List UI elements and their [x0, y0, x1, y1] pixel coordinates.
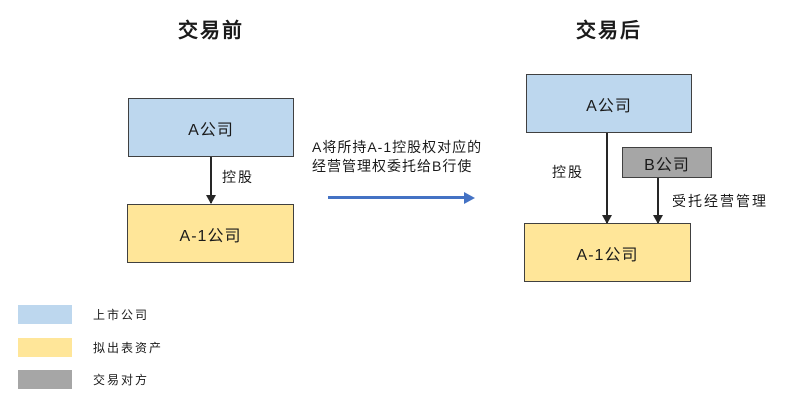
before-company-a-label: A公司: [188, 121, 234, 139]
transition-line1: A将所持A-1控股权对应的: [312, 139, 483, 155]
legend-label-listed-company: 上市公司: [93, 308, 150, 322]
legend-swatch-deconsolidated-asset: [18, 338, 72, 357]
legend-label-counterparty: 交易对方: [93, 373, 150, 387]
before-company-a-box: A公司: [128, 98, 294, 157]
after-company-a-box: A公司: [526, 74, 692, 133]
after-holding-arrow: [606, 133, 608, 223]
after-company-b-label: B公司: [644, 156, 690, 174]
legend-swatch-counterparty: [18, 370, 72, 389]
transition-arrow: [328, 196, 465, 199]
legend-item-counterparty: 交易对方: [18, 370, 149, 389]
before-holding-arrow: [210, 157, 212, 203]
after-holding-label: 控股: [552, 164, 584, 180]
after-company-a1-box: A-1公司: [524, 223, 691, 282]
after-company-b-box: B公司: [622, 147, 712, 178]
legend-label-deconsolidated-asset: 拟出表资产: [93, 341, 164, 355]
legend-item-listed: 上市公司: [18, 305, 149, 324]
before-holding-label: 控股: [222, 169, 254, 185]
transition-line2: 经营管理权委托给B行使: [312, 158, 473, 174]
before-company-a1-label: A-1公司: [179, 227, 242, 245]
before-title: 交易前: [178, 20, 244, 42]
after-company-a-label: A公司: [586, 97, 632, 115]
transition-description: A将所持A-1控股权对应的 经营管理权委托给B行使: [312, 138, 482, 176]
after-entrust-arrow: [657, 178, 659, 223]
after-title: 交易后: [576, 20, 642, 42]
legend-swatch-listed-company: [18, 305, 72, 324]
after-company-a1-label: A-1公司: [576, 246, 639, 264]
before-company-a1-box: A-1公司: [127, 204, 294, 263]
after-entrust-label: 受托经营管理: [672, 193, 768, 209]
legend-item-deconsolidated: 拟出表资产: [18, 338, 163, 357]
